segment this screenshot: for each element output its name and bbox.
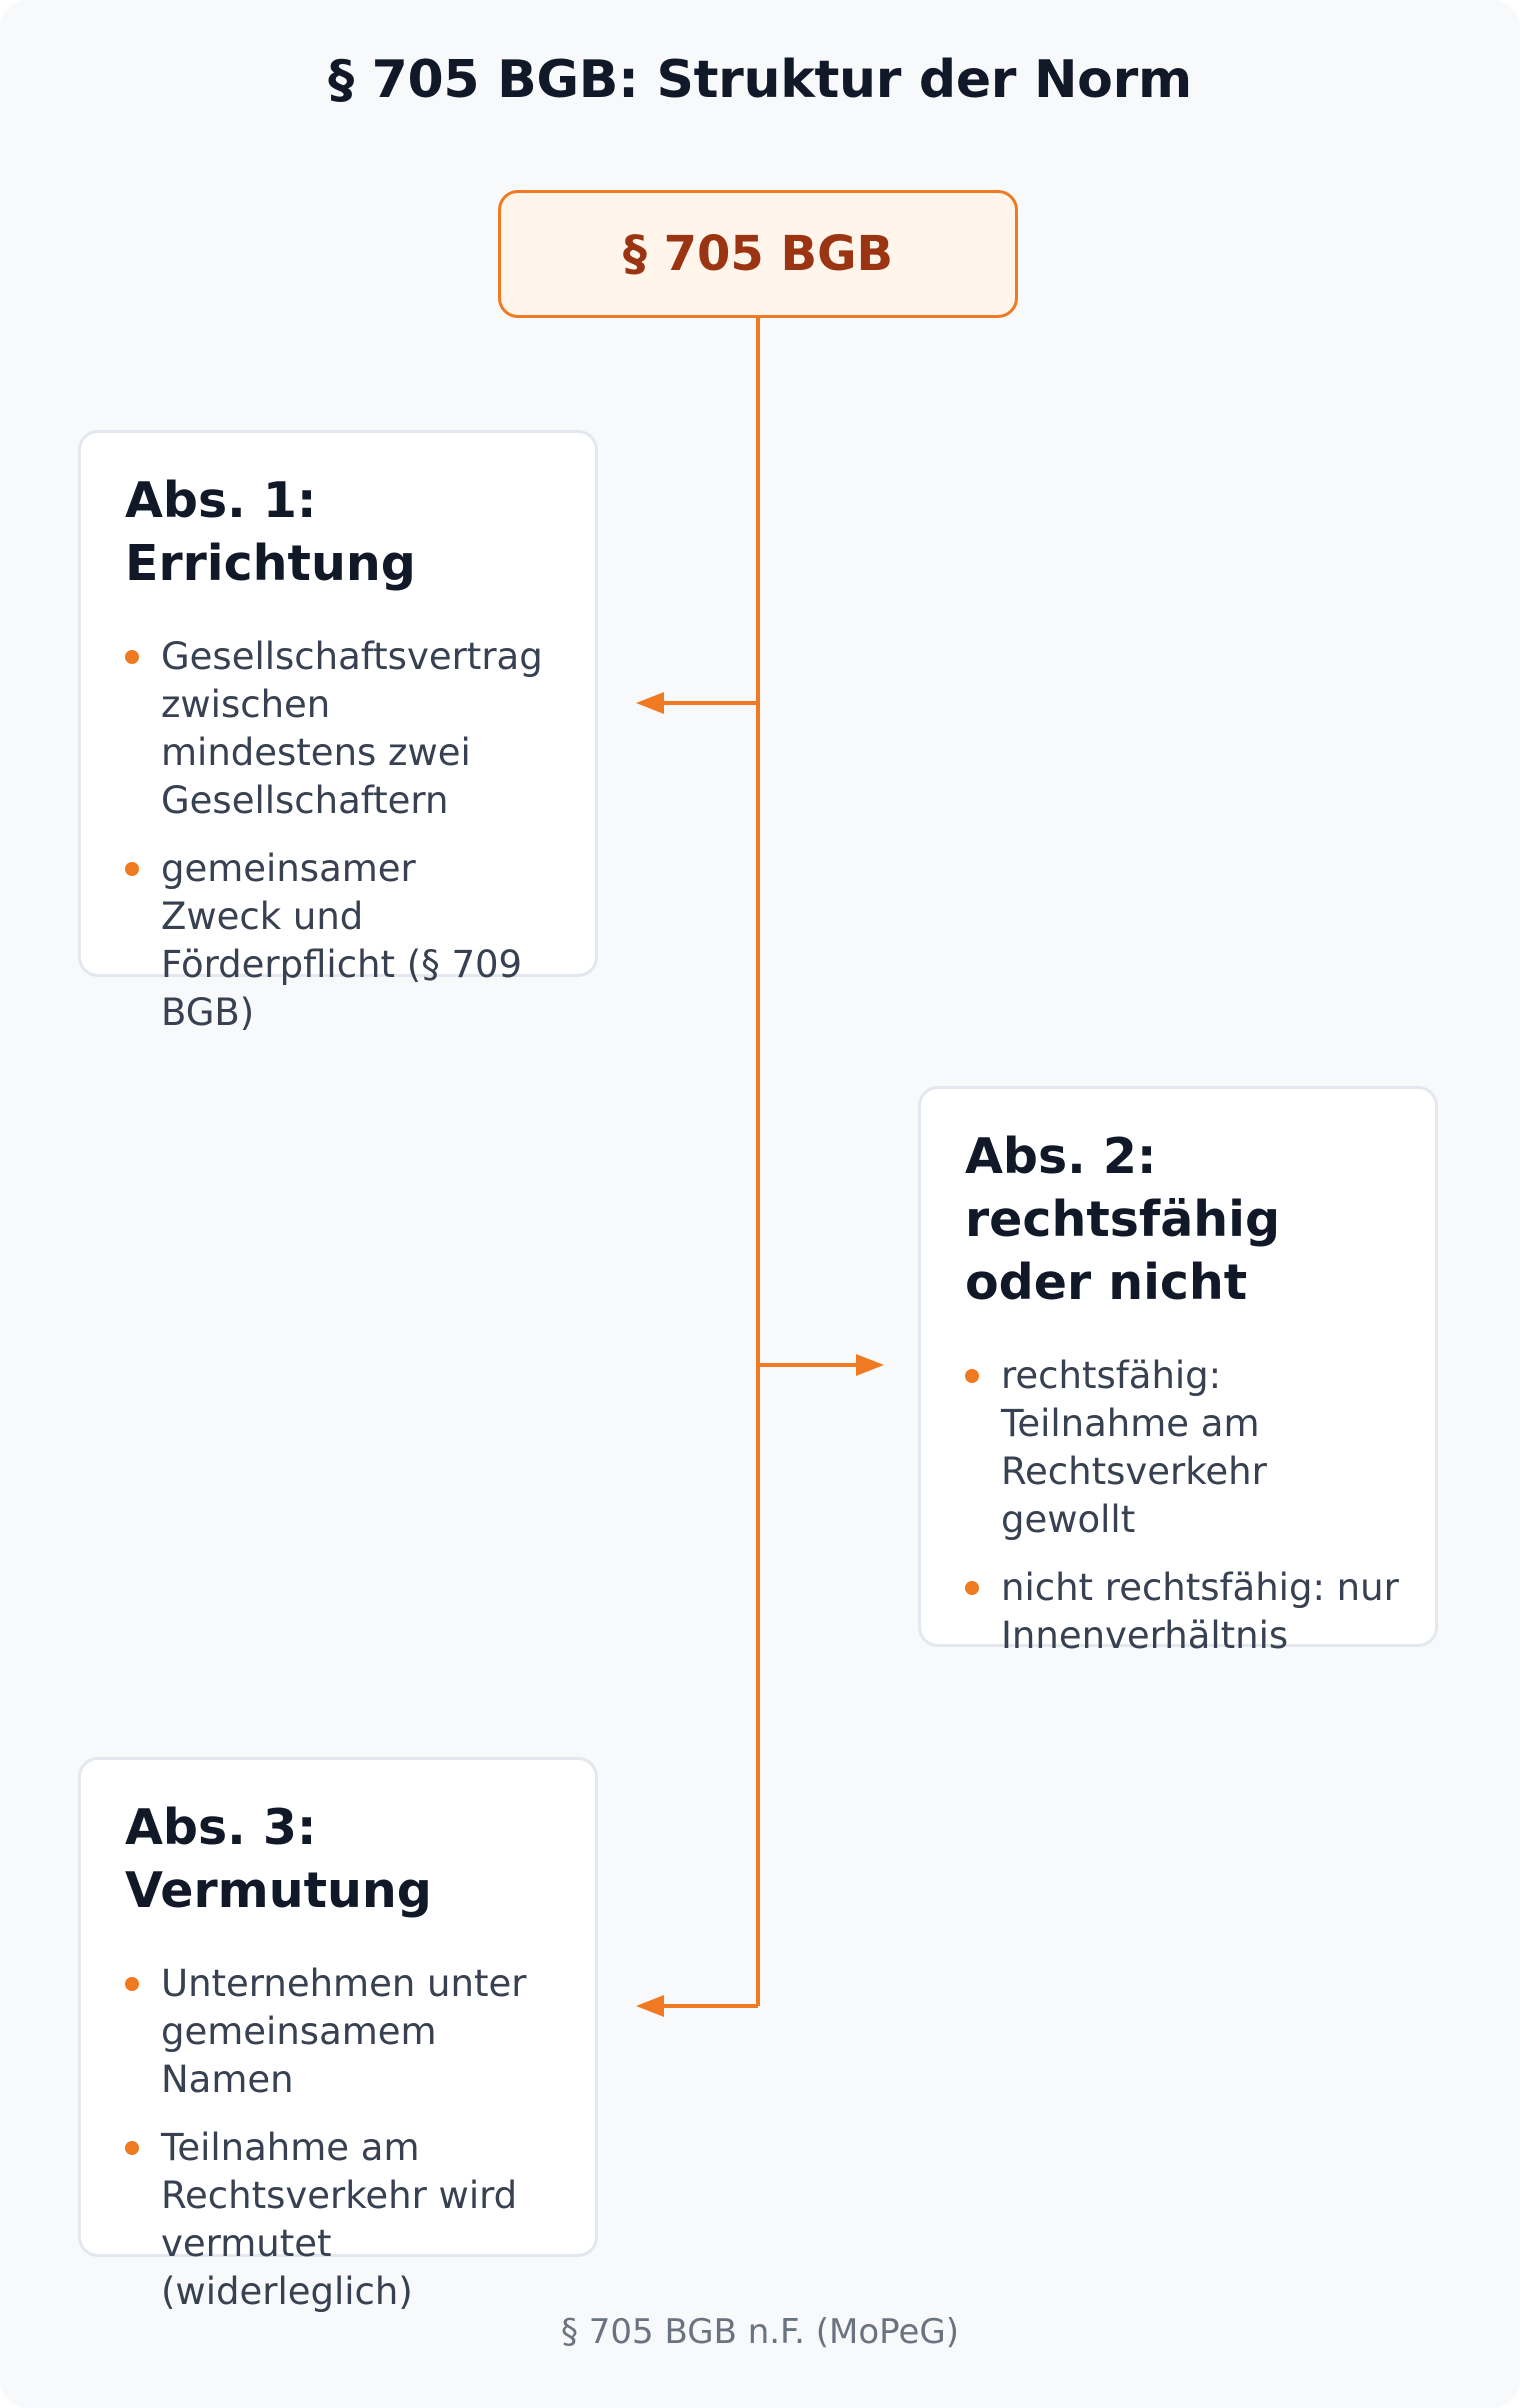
bullet-text: rechtsfähig: Teilnahme am Rechtsverkehr … (1001, 1354, 1267, 1541)
bullet-dot-icon (965, 1581, 979, 1595)
root-node: § 705 BGB (498, 190, 1018, 318)
bullet-item: Teilnahme am Rechtsverkehr wird vermutet… (125, 2124, 567, 2316)
section-card-abs1: Abs. 1: Errichtung Gesellschaftsvertrag … (78, 430, 598, 1034)
section-card-abs3: Abs. 3: Vermutung Unternehmen unter geme… (78, 1757, 598, 2313)
bullet-text: gemeinsamer Zweck und Förderpflicht (§ 7… (161, 847, 523, 1034)
bullet-text: Teilnahme am Rechtsverkehr wird vermutet… (161, 2126, 518, 2313)
bullet-list: rechtsfähig: Teilnahme am Rechtsverkehr … (965, 1352, 1407, 1660)
bullet-item: nicht rechtsfähig: nur Innenverhältnis (965, 1564, 1407, 1660)
section-card-abs2: Abs. 2: rechtsfähig oder nicht rechtsfäh… (918, 1086, 1438, 1657)
arrowhead-abs1 (636, 692, 664, 714)
bullet-list: Unternehmen unter gemeinsamem Namen Teil… (125, 1960, 567, 2316)
bullet-item: rechtsfähig: Teilnahme am Rechtsverkehr … (965, 1352, 1407, 1544)
bullet-dot-icon (965, 1369, 979, 1383)
section-title: Abs. 1: Errichtung (125, 472, 416, 592)
arrowhead-abs2 (856, 1354, 884, 1376)
bullet-text: Gesellschaftsvertrag zwischen mindestens… (161, 635, 543, 822)
bullet-text: Unternehmen unter gemeinsamem Namen (161, 1962, 527, 2101)
footer-note: § 705 BGB n.F. (MoPeG) (560, 2312, 959, 2352)
bullet-item: Unternehmen unter gemeinsamem Namen (125, 1960, 567, 2104)
page-title: § 705 BGB: Struktur der Norm (328, 50, 1192, 110)
bullet-list: Gesellschaftsvertrag zwischen mindestens… (125, 633, 543, 1037)
bullet-dot-icon (125, 2141, 139, 2155)
bullet-item: Gesellschaftsvertrag zwischen mindestens… (125, 633, 543, 825)
bullet-dot-icon (125, 862, 139, 876)
root-node-label: § 705 BGB (622, 226, 894, 282)
bullet-dot-icon (125, 1977, 139, 1991)
section-title: Abs. 2: rechtsfähig oder nicht (965, 1128, 1281, 1311)
section-title: Abs. 3: Vermutung (125, 1799, 432, 1919)
bullet-item: gemeinsamer Zweck und Förderpflicht (§ 7… (125, 845, 535, 1037)
arrowhead-abs3 (636, 1995, 664, 2017)
bullet-dot-icon (125, 650, 139, 664)
bullet-text: nicht rechtsfähig: nur Innenverhältnis (1001, 1566, 1399, 1657)
